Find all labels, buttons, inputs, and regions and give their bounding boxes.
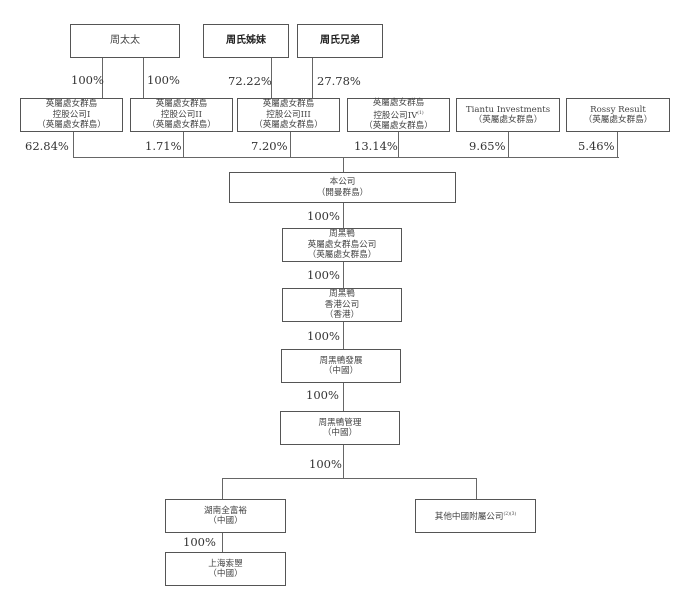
holdco-line2: 控股公司IV — [373, 110, 418, 121]
shareholder-chou-madam: 周太太 — [70, 24, 180, 58]
shanghai-suoxue: 上海索曌 （中國） — [165, 552, 286, 586]
zhouheiya-hk: 周黑鴨 香港公司 （香港） — [282, 288, 402, 322]
pct-rossy: 5.46% — [578, 139, 615, 153]
entity-line1: 周黑鴨 — [329, 289, 355, 300]
holdco-4: 英屬處女群島 控股公司IV(1) （英屬處女群島） — [347, 98, 450, 132]
connector-line — [343, 157, 345, 172]
shareholder-chou-brothers: 周氏兄弟 — [297, 24, 383, 58]
entity-line1: 上海索曌 — [208, 558, 243, 569]
holdco-line3: （英屬處女群島） — [364, 121, 433, 132]
holdco-line2: 控股公司II — [160, 109, 203, 120]
entity-line1: 周黑鴨發展 — [319, 355, 363, 366]
pct-branch: 100% — [309, 457, 342, 471]
holdco-1: 英屬處女群島 控股公司I （英屬處女群島） — [20, 98, 123, 132]
entity-line2: （中國） — [322, 428, 358, 438]
connector-line — [143, 58, 145, 98]
pct-chain-3: 100% — [307, 329, 340, 343]
holdco-2: 英屬處女群島 控股公司II （英屬處女群島） — [130, 98, 233, 132]
pct-sisters-holdco3: 72.22% — [228, 74, 272, 88]
pct-chain-2: 100% — [307, 268, 340, 282]
connector-line — [343, 445, 345, 479]
shareholder-label: 周氏姊妹 — [226, 34, 266, 46]
pct-chain-1: 100% — [307, 209, 340, 223]
connector-line — [312, 58, 314, 98]
entity-line3: （英屬處女群島） — [307, 250, 377, 261]
pct-madam-holdco2: 100% — [147, 73, 180, 87]
zhouheiya-bvi: 周黑鴨 英屬處女群島公司 （英屬處女群島） — [282, 228, 402, 262]
other-prc-subsidiaries: 其他中國附屬公司(2)(3) — [415, 499, 536, 533]
connector-line — [102, 58, 104, 98]
holdco-line2: （英屬處女群島） — [473, 115, 543, 125]
company-box: 本公司 （開曼群島） — [229, 172, 456, 203]
entity-line2: （中國） — [208, 569, 243, 579]
holdco-line3: （英屬處女群島） — [254, 120, 323, 131]
holdco-line3: （英屬處女群島） — [37, 120, 106, 131]
connector-line — [476, 478, 478, 499]
zhouheiya-development: 周黑鴨發展 （中國） — [281, 349, 401, 383]
holdco-line1: 英屬處女群島 — [262, 99, 315, 110]
shareholder-chou-sisters: 周氏姊妹 — [203, 24, 289, 58]
holdco-line2-wrap: 控股公司IV(1) — [373, 109, 423, 121]
connector-line — [183, 132, 185, 158]
pct-holdco1: 62.84% — [25, 139, 69, 153]
zhouheiya-management: 周黑鴨管理 （中國） — [280, 411, 400, 445]
connector-line — [343, 322, 345, 349]
holdco-3: 英屬處女群島 控股公司III （英屬處女群島） — [237, 98, 340, 132]
shareholder-label: 周氏兄弟 — [320, 34, 360, 46]
entity-line3: （香港） — [324, 310, 360, 321]
pct-holdco3: 7.20% — [251, 139, 288, 153]
connector-line — [617, 132, 619, 158]
connector-line — [222, 478, 477, 480]
entity-line2: 英屬處女群島公司 — [307, 239, 377, 250]
holdco-tiantu: Tiantu Investments （英屬處女群島） — [456, 98, 560, 132]
connector-line — [343, 262, 345, 288]
holdco-line1: 英屬處女群島 — [372, 98, 425, 109]
connector-line — [222, 533, 224, 552]
connector-line — [73, 157, 619, 159]
pct-brothers-holdco3: 27.78% — [317, 74, 361, 88]
entity-line2: 香港公司 — [324, 299, 360, 310]
entity-line1: 湖南全富裕 — [204, 505, 247, 516]
pct-holdco4: 13.14% — [354, 139, 398, 153]
shareholder-label: 周太太 — [110, 34, 140, 46]
entity-line2: （中國） — [208, 516, 243, 526]
company-name: 本公司 — [329, 177, 356, 187]
connector-line — [73, 132, 75, 158]
footnote-marker: (1) — [417, 110, 424, 116]
holdco-line2: 控股公司III — [266, 109, 311, 120]
pct-madam-holdco1: 100% — [71, 73, 104, 87]
entity-line1: 周黑鴨 — [329, 229, 355, 240]
holdco-line1: 英屬處女群島 — [45, 99, 98, 110]
connector-line — [222, 478, 224, 499]
holdco-line3: （英屬處女群島） — [147, 120, 216, 131]
entity-line1: 其他中國附屬公司 — [434, 511, 504, 522]
holdco-rossy: Rossy Result （英屬處女群島） — [566, 98, 670, 132]
connector-line — [290, 132, 292, 158]
holdco-line1: Rossy Result — [590, 104, 646, 115]
entity-line2: （中國） — [323, 366, 359, 376]
connector-line — [508, 132, 510, 158]
entity-line1-wrap: 其他中國附屬公司(2)(3) — [435, 510, 517, 522]
connector-line — [343, 383, 345, 411]
pct-shanghai: 100% — [183, 535, 216, 549]
connector-line — [398, 132, 400, 158]
holdco-line1: 英屬處女群島 — [155, 99, 208, 110]
holdco-line1: Tiantu Investments — [465, 104, 551, 115]
pct-tiantu: 9.65% — [469, 139, 506, 153]
connector-line — [343, 203, 345, 228]
pct-holdco2: 1.71% — [145, 139, 182, 153]
hunan-quanfuyu: 湖南全富裕 （中國） — [165, 499, 286, 533]
pct-chain-4: 100% — [306, 388, 339, 402]
connector-line — [271, 58, 273, 98]
entity-line1: 周黑鴨管理 — [318, 417, 362, 428]
holdco-line2: 控股公司I — [52, 109, 91, 120]
footnote-marker: (2)(3) — [503, 511, 517, 517]
company-jurisdiction: （開曼群島） — [316, 187, 369, 198]
holdco-line2: （英屬處女群島） — [583, 115, 653, 125]
